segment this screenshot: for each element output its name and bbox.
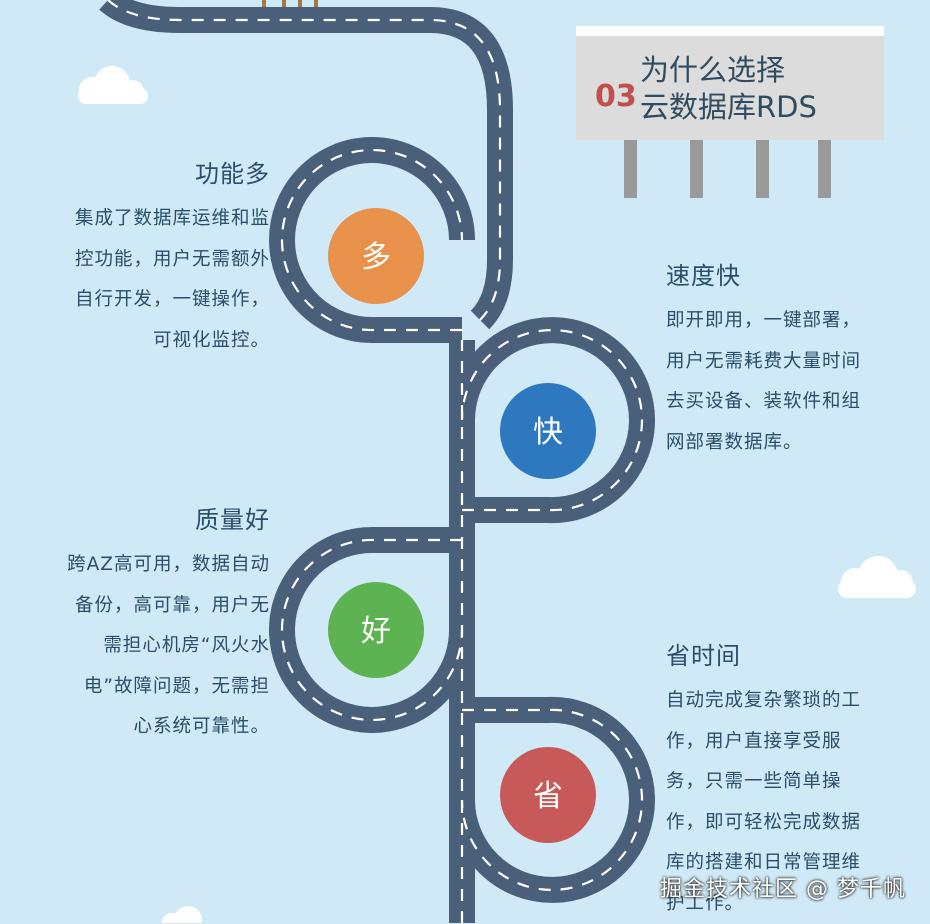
- feature-title: 功能多: [195, 160, 270, 188]
- feature-desc: 即开即用，一键部署， 用户无需耗费大量时间 去买设备、装软件和组 网部署数据库。: [666, 310, 862, 453]
- feature-title: 速度快: [666, 262, 741, 290]
- feature-desc: 自动完成复杂繁琐的工 作，用户直接享受服 务，只需一些简单操 作，即可轻松完成数…: [666, 690, 862, 914]
- sign-line-2: 云数据库RDS: [640, 90, 817, 124]
- feature-title: 质量好: [195, 506, 270, 534]
- feature-bubble-hao: 好: [328, 582, 424, 678]
- road: [99, 0, 655, 923]
- feature-block-duo: 功能多 集成了数据库运维和监 控功能，用户无需额外 自行开发，一键操作， 可视化…: [75, 154, 270, 361]
- signboard: 03 为什么选择 云数据库RDS: [576, 26, 884, 198]
- watermark: 掘金技术社区 @ 梦千帆: [660, 877, 906, 902]
- cloud-icon: [162, 906, 202, 923]
- bridge-posts: [262, 0, 318, 12]
- feature-block-sheng: 省时间 自动完成复杂繁琐的工 作，用户直接享受服 务，只需一些简单操 作，即可轻…: [666, 636, 861, 924]
- sign-number: 03: [595, 79, 637, 114]
- feature-block-hao: 质量好 跨AZ高可用，数据自动 备份，高可靠，用户无 需担心机房“风火水 电”故…: [67, 500, 270, 748]
- feature-title: 省时间: [666, 642, 741, 670]
- feature-desc: 跨AZ高可用，数据自动 备份，高可靠，用户无 需担心机房“风火水 电”故障问题，…: [67, 554, 270, 737]
- feature-desc: 集成了数据库运维和监 控功能，用户无需额外 自行开发，一键操作， 可视化监控。: [74, 208, 270, 351]
- bubble-label: 好: [361, 614, 391, 649]
- feature-bubble-sheng: 省: [500, 747, 596, 843]
- sign-line-1: 为什么选择: [640, 53, 785, 87]
- feature-bubble-duo: 多: [328, 208, 424, 304]
- bubble-label: 快: [533, 415, 563, 450]
- cloud-icon: [78, 66, 148, 104]
- bubble-label: 多: [361, 240, 391, 275]
- bubble-label: 省: [533, 779, 563, 814]
- cloud-icon: [838, 556, 916, 598]
- feature-block-kuai: 速度快 即开即用，一键部署， 用户无需耗费大量时间 去买设备、装软件和组 网部署…: [666, 256, 861, 463]
- feature-bubble-kuai: 快: [500, 383, 596, 479]
